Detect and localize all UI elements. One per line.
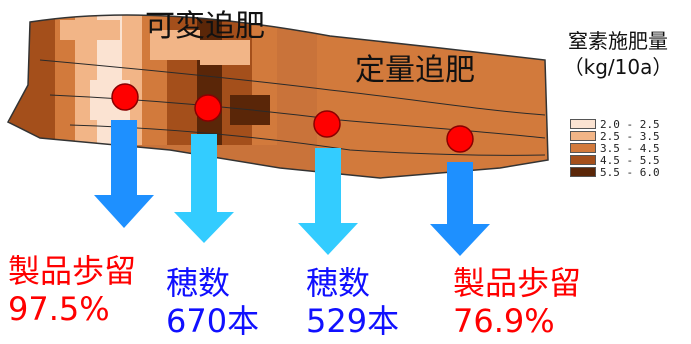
arrow-4 <box>430 162 490 256</box>
legend-swatch <box>570 143 596 153</box>
annotation-4: 製品歩留 76.9% <box>453 264 581 341</box>
annotation-value: 670本 <box>166 302 260 341</box>
legend-entry: 2.0 - 2.5 <box>570 118 680 131</box>
variable-rate-title: 可変追肥 <box>145 9 265 44</box>
fixed-rate-title: 定量追肥 <box>355 53 475 88</box>
annotation-value: 97.5% <box>8 290 110 329</box>
legend-title-line2: （kg/10a） <box>563 55 673 79</box>
legend-range: 4.5 - 5.5 <box>600 154 660 167</box>
measurement-point-2 <box>194 94 222 122</box>
annotation-3: 穂数 529本 <box>306 264 399 341</box>
annotation-label: 穂数 <box>306 264 371 302</box>
annotation-1: 製品歩留 97.5% <box>8 252 136 329</box>
legend-range: 5.5 - 6.0 <box>600 166 660 179</box>
measurement-point-4 <box>446 125 474 153</box>
annotation-value: 76.9% <box>453 302 555 341</box>
arrow-1 <box>94 120 154 228</box>
legend-title-line1: 窒素施肥量 <box>568 29 668 53</box>
legend-range: 2.0 - 2.5 <box>600 118 660 131</box>
legend-range: 2.5 - 3.5 <box>600 130 660 143</box>
legend-entry: 4.5 - 5.5 <box>570 154 680 167</box>
legend-swatch <box>570 155 596 165</box>
legend-entry: 2.5 - 3.5 <box>570 130 680 143</box>
measurement-point-1 <box>111 83 139 111</box>
legend-range: 3.5 - 4.5 <box>600 142 660 155</box>
measurement-point-3 <box>313 110 341 138</box>
field-outline <box>6 14 549 179</box>
legend-swatch <box>570 167 596 177</box>
annotation-label: 製品歩留 <box>8 252 137 290</box>
arrow-3 <box>298 148 358 255</box>
legend-swatch <box>570 131 596 141</box>
arrow-2 <box>174 134 234 243</box>
annotation-value: 529本 <box>306 302 400 341</box>
legend-swatch <box>570 119 596 129</box>
legend-title: 窒素施肥量 （kg/10a） <box>548 28 688 80</box>
annotation-label: 製品歩留 <box>453 264 582 302</box>
annotation-label: 穂数 <box>166 264 231 302</box>
legend-entry: 3.5 - 4.5 <box>570 142 680 155</box>
annotation-2: 穂数 670本 <box>166 264 259 341</box>
legend-entry: 5.5 - 6.0 <box>570 166 680 179</box>
